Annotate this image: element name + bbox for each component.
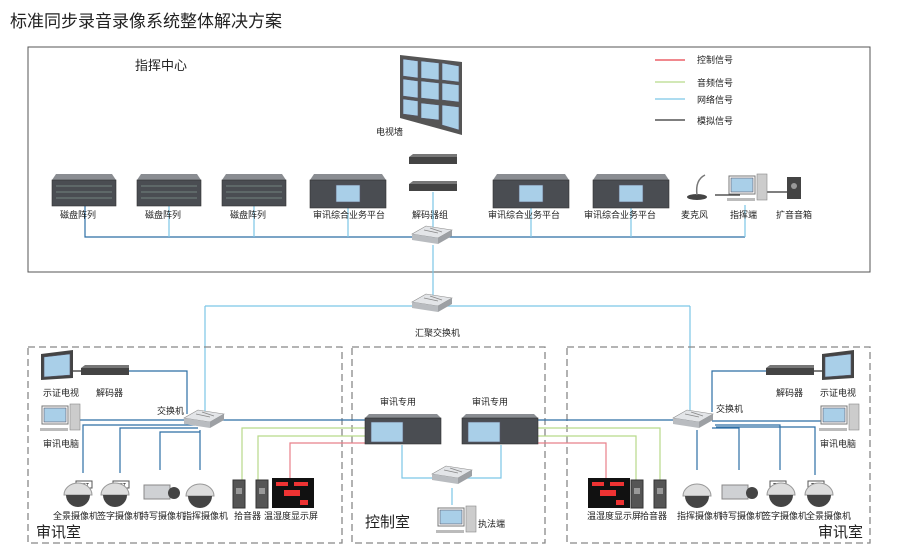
left-camera-label: 指挥摄像机 [183,510,228,522]
left-camera-signature-icon: HST [100,480,130,508]
right-camera-label: 特写摄像机 [719,510,764,522]
right-pickup-icon [630,479,644,509]
right-room-frame [566,346,871,544]
control-room-label: 控制室 [365,513,410,531]
command-pc-icon [726,173,768,202]
left-camera-panoramic-icon: HST [63,480,93,508]
right-room-label: 审讯室 [818,523,863,541]
left-camera-command-icon [185,483,215,509]
right-pc-label: 审讯电脑 [820,438,856,450]
left-camera-label: 签字摄像机 [97,510,142,522]
platform-label: 审讯综合业务平台 [488,209,560,221]
left-camera-closeup-icon [143,484,181,500]
command-center-label: 指挥中心 [135,59,187,74]
right-camera-panoramic-icon: TSH [804,480,834,508]
left-display-icon [272,478,314,508]
left-room-label: 审讯室 [36,523,81,541]
platform-label: 审讯综合业务平台 [584,209,656,221]
right-pc-icon [818,403,860,432]
control-room-frame [351,346,546,544]
aggregation-switch-label: 汇聚交换机 [415,327,460,339]
core-switch-icon [411,225,453,245]
recorder-icon [364,413,442,445]
speaker-icon [787,177,801,199]
left-decoder-icon [81,365,129,375]
right-camera-command-icon [682,483,712,509]
legend-analog: 模拟信号 [697,115,733,127]
decoder-group-label: 解码器组 [412,209,448,221]
microphone-icon [687,174,707,200]
microphone-label: 麦克风 [681,209,708,221]
right-display-icon [588,478,630,508]
right-camera-signature-icon: TSH [766,480,796,508]
right-tv-label: 示证电视 [820,387,856,399]
right-switch-icon [672,409,714,429]
platform-icon [492,173,570,209]
left-switch-label: 交换机 [157,405,184,417]
right-tv-icon [821,349,855,381]
decoder-icon [409,154,457,164]
platform-icon [592,173,670,209]
right-pickup-label: 拾音器 [640,510,667,522]
left-pc-icon [39,403,81,432]
recorder-label: 审讯专用 [472,396,508,408]
left-decoder-label: 解码器 [96,387,123,399]
left-camera-label: 特写摄像机 [140,510,185,522]
aggregation-switch-icon [411,293,453,313]
legend-audio: 音频信号 [697,77,733,89]
disk-array-label: 磁盘阵列 [145,209,181,221]
left-display-label: 温湿度显示屏 [264,510,318,522]
control-switch-icon [431,465,473,485]
left-tv-icon [40,349,74,381]
tv-wall-icon [400,55,462,135]
right-switch-label: 交换机 [716,403,743,415]
right-decoder-icon [766,365,814,375]
platform-label: 审讯综合业务平台 [313,209,385,221]
left-camera-label: 全景摄像机 [53,510,98,522]
right-camera-label: 签字摄像机 [762,510,807,522]
disk-array-label: 磁盘阵列 [230,209,266,221]
right-camera-label: 全景摄像机 [806,510,851,522]
disk-array-icon [51,173,117,207]
legend-network: 网络信号 [697,94,733,106]
left-pc-label: 审讯电脑 [43,438,79,450]
recorder-label: 审讯专用 [380,396,416,408]
right-camera-label: 指挥摄像机 [677,510,722,522]
left-pickup-label: 拾音器 [234,510,261,522]
diagram-title: 标准同步录音录像系统整体解决方案 [10,12,282,32]
disk-array-icon [136,173,202,207]
left-room-frame [27,346,343,544]
left-pickup-icon [255,479,269,509]
command-center-frame [27,46,871,273]
terminal-label: 执法端 [478,518,505,530]
legend-control: 控制信号 [697,54,733,66]
right-display-label: 温湿度显示屏 [587,510,641,522]
tv-wall-label: 电视墙 [376,126,403,138]
legend: 控制信号 音频信号 网络信号 模拟信号 [655,54,733,127]
disk-array-icon [221,173,287,207]
right-camera-closeup-icon [721,484,759,500]
platform-icon [309,173,387,209]
right-decoder-label: 解码器 [776,387,803,399]
disk-array-label: 磁盘阵列 [60,209,96,221]
left-pickup-icon [232,479,246,509]
recorder-icon [461,413,539,445]
right-pickup-icon [653,479,667,509]
speaker-label: 扩音音箱 [776,209,812,221]
terminal-pc-icon [435,505,477,534]
decoder-icon [409,181,457,191]
command-terminal-label: 指挥端 [730,209,757,221]
left-tv-label: 示证电视 [43,387,79,399]
